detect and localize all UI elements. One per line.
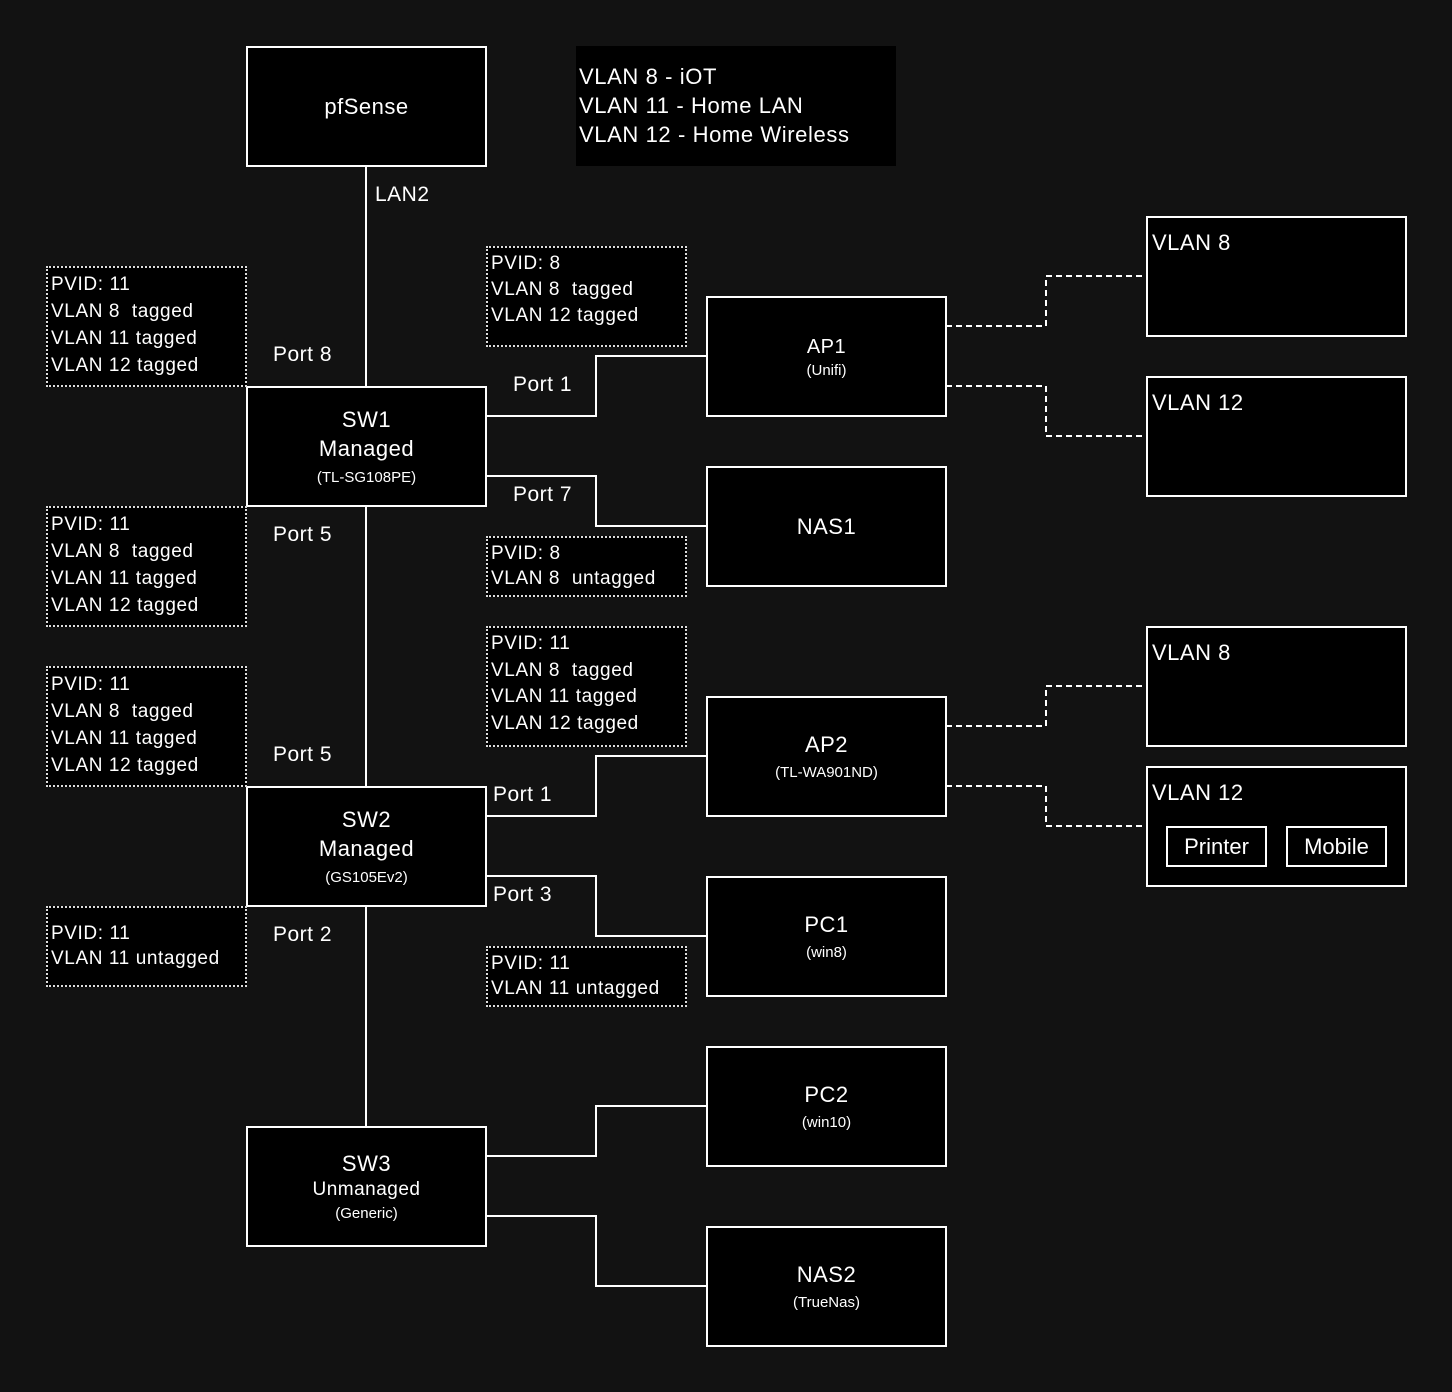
pc2-node: PC2 (win10)	[706, 1046, 947, 1167]
node-title: NAS2	[796, 1261, 857, 1287]
wifi-ap2-vlan12	[946, 785, 1146, 827]
port-label-sw2-p5: Port 5	[273, 743, 333, 766]
device-label: Printer	[1184, 833, 1249, 859]
link-sw2-pc1	[486, 875, 706, 937]
ap2-node: AP2 (TL-WA901ND)	[706, 696, 947, 817]
node-model: (TL-SG108PE)	[316, 468, 417, 486]
ap1-node: AP1 (Unifi)	[706, 296, 947, 417]
config-line: VLAN 11 tagged	[491, 686, 638, 707]
mobile-device: Mobile	[1286, 826, 1387, 867]
config-line: VLAN 8 untagged	[491, 568, 656, 589]
pfsense-node: pfSense	[246, 46, 487, 167]
node-subtitle: Managed	[318, 835, 415, 861]
node-model: (Generic)	[335, 1204, 398, 1222]
ssid-label: VLAN 12	[1152, 390, 1244, 415]
config-line: VLAN 8 tagged	[491, 279, 634, 300]
port-config-sw1-p1: PVID: 8 VLAN 8 tagged VLAN 12 tagged	[486, 246, 687, 347]
node-title: NAS1	[796, 513, 857, 539]
config-line: PVID: 11	[491, 953, 571, 974]
link-sw3-pc2	[486, 1105, 706, 1157]
config-line: PVID: 11	[51, 514, 131, 535]
ap1-vlan8-ssid: VLAN 8	[1146, 216, 1407, 337]
legend-item: VLAN 11 - Home LAN	[579, 93, 804, 118]
config-line: PVID: 8	[491, 543, 561, 564]
port-config-sw1-p5: PVID: 11 VLAN 8 tagged VLAN 11 tagged VL…	[46, 506, 247, 627]
node-model: (Unifi)	[806, 361, 847, 379]
wifi-ap1-vlan12	[946, 385, 1146, 437]
port-config-sw1-p7: PVID: 8 VLAN 8 untagged	[486, 536, 687, 597]
node-title: PC1	[804, 911, 849, 937]
node-model: (win8)	[806, 943, 847, 961]
config-line: PVID: 11	[51, 274, 131, 295]
port-label-sw2-p1: Port 1	[493, 783, 553, 806]
ssid-label: VLAN 8	[1152, 640, 1231, 665]
wifi-ap1-vlan8	[946, 275, 1146, 327]
node-title: PC2	[804, 1081, 849, 1107]
node-title: SW2	[341, 806, 392, 832]
sw1-node: SW1 Managed (TL-SG108PE)	[246, 386, 487, 507]
config-line: VLAN 12 tagged	[51, 595, 199, 616]
node-model: (TL-WA901ND)	[775, 763, 878, 781]
port-label-sw1-p8: Port 8	[273, 343, 333, 366]
device-label: Mobile	[1304, 833, 1369, 859]
pc1-node: PC1 (win8)	[706, 876, 947, 997]
port-label-sw1-p5: Port 5	[273, 523, 333, 546]
ssid-label: VLAN 8	[1152, 230, 1231, 255]
config-line: VLAN 8 tagged	[51, 301, 194, 322]
port-config-sw2-p3: PVID: 11 VLAN 11 untagged	[486, 946, 687, 1007]
config-line: VLAN 8 tagged	[491, 659, 634, 681]
config-line: PVID: 8	[491, 253, 561, 274]
node-title: AP1	[806, 335, 847, 358]
node-subtitle: Managed	[318, 435, 415, 461]
config-line: VLAN 11 untagged	[491, 978, 660, 999]
node-model: (GS105Ev2)	[325, 868, 408, 886]
config-line: VLAN 11 untagged	[51, 948, 220, 969]
nas1-node: NAS1	[706, 466, 947, 587]
node-title: AP2	[804, 731, 849, 757]
port-config-sw2-p5: PVID: 11 VLAN 8 tagged VLAN 11 tagged VL…	[46, 666, 247, 787]
sw2-node: SW2 Managed (GS105Ev2)	[246, 786, 487, 907]
link-sw1-nas1	[486, 475, 706, 527]
link-sw3-nas2	[486, 1215, 706, 1287]
node-title: SW1	[341, 406, 392, 432]
config-line: VLAN 8 tagged	[51, 541, 194, 562]
port-label-sw1-p7: Port 7	[513, 483, 573, 506]
port-label-sw2-p3: Port 3	[493, 883, 553, 906]
port-config-sw2-p2: PVID: 11 VLAN 11 untagged	[46, 906, 247, 987]
ssid-label: VLAN 12	[1152, 780, 1244, 805]
config-line: PVID: 11	[491, 633, 571, 654]
nas2-node: NAS2 (TrueNas)	[706, 1226, 947, 1347]
legend-item: VLAN 12 - Home Wireless	[579, 122, 850, 147]
port-config-sw1-p8: PVID: 11 VLAN 8 tagged VLAN 11 tagged VL…	[46, 266, 247, 387]
wifi-ap2-vlan8	[946, 685, 1146, 727]
port-config-sw2-p1: PVID: 11 VLAN 8 tagged VLAN 11 tagged VL…	[486, 626, 687, 747]
node-subtitle: Unmanaged	[312, 1178, 421, 1200]
legend-item: VLAN 8 - iOT	[579, 64, 718, 89]
config-line: VLAN 12 tagged	[51, 755, 199, 776]
config-line: PVID: 11	[51, 923, 131, 944]
link-sw2-ap2	[486, 755, 706, 817]
port-label-sw1-p1: Port 1	[513, 373, 573, 396]
config-line: VLAN 12 tagged	[51, 355, 199, 376]
config-line: VLAN 11 tagged	[51, 568, 198, 589]
printer-device: Printer	[1166, 826, 1267, 867]
config-line: VLAN 8 tagged	[51, 701, 194, 722]
config-line: VLAN 12 tagged	[491, 305, 639, 326]
link-sw1-ap1	[486, 355, 706, 417]
node-model: (TrueNas)	[793, 1293, 860, 1311]
ap1-vlan12-ssid: VLAN 12	[1146, 376, 1407, 497]
port-label-lan2: LAN2	[375, 183, 430, 206]
config-line: VLAN 12 tagged	[491, 712, 639, 734]
config-line: PVID: 11	[51, 674, 131, 695]
port-label-sw2-p2: Port 2	[273, 923, 333, 946]
ap2-vlan8-ssid: VLAN 8	[1146, 626, 1407, 747]
sw3-node: SW3 Unmanaged (Generic)	[246, 1126, 487, 1247]
config-line: VLAN 11 tagged	[51, 728, 198, 749]
node-title: pfSense	[324, 93, 409, 119]
vlan-legend: VLAN 8 - iOT VLAN 11 - Home LAN VLAN 12 …	[576, 46, 896, 166]
node-model: (win10)	[801, 1113, 852, 1131]
node-title: SW3	[341, 1150, 392, 1176]
config-line: VLAN 11 tagged	[51, 328, 198, 349]
